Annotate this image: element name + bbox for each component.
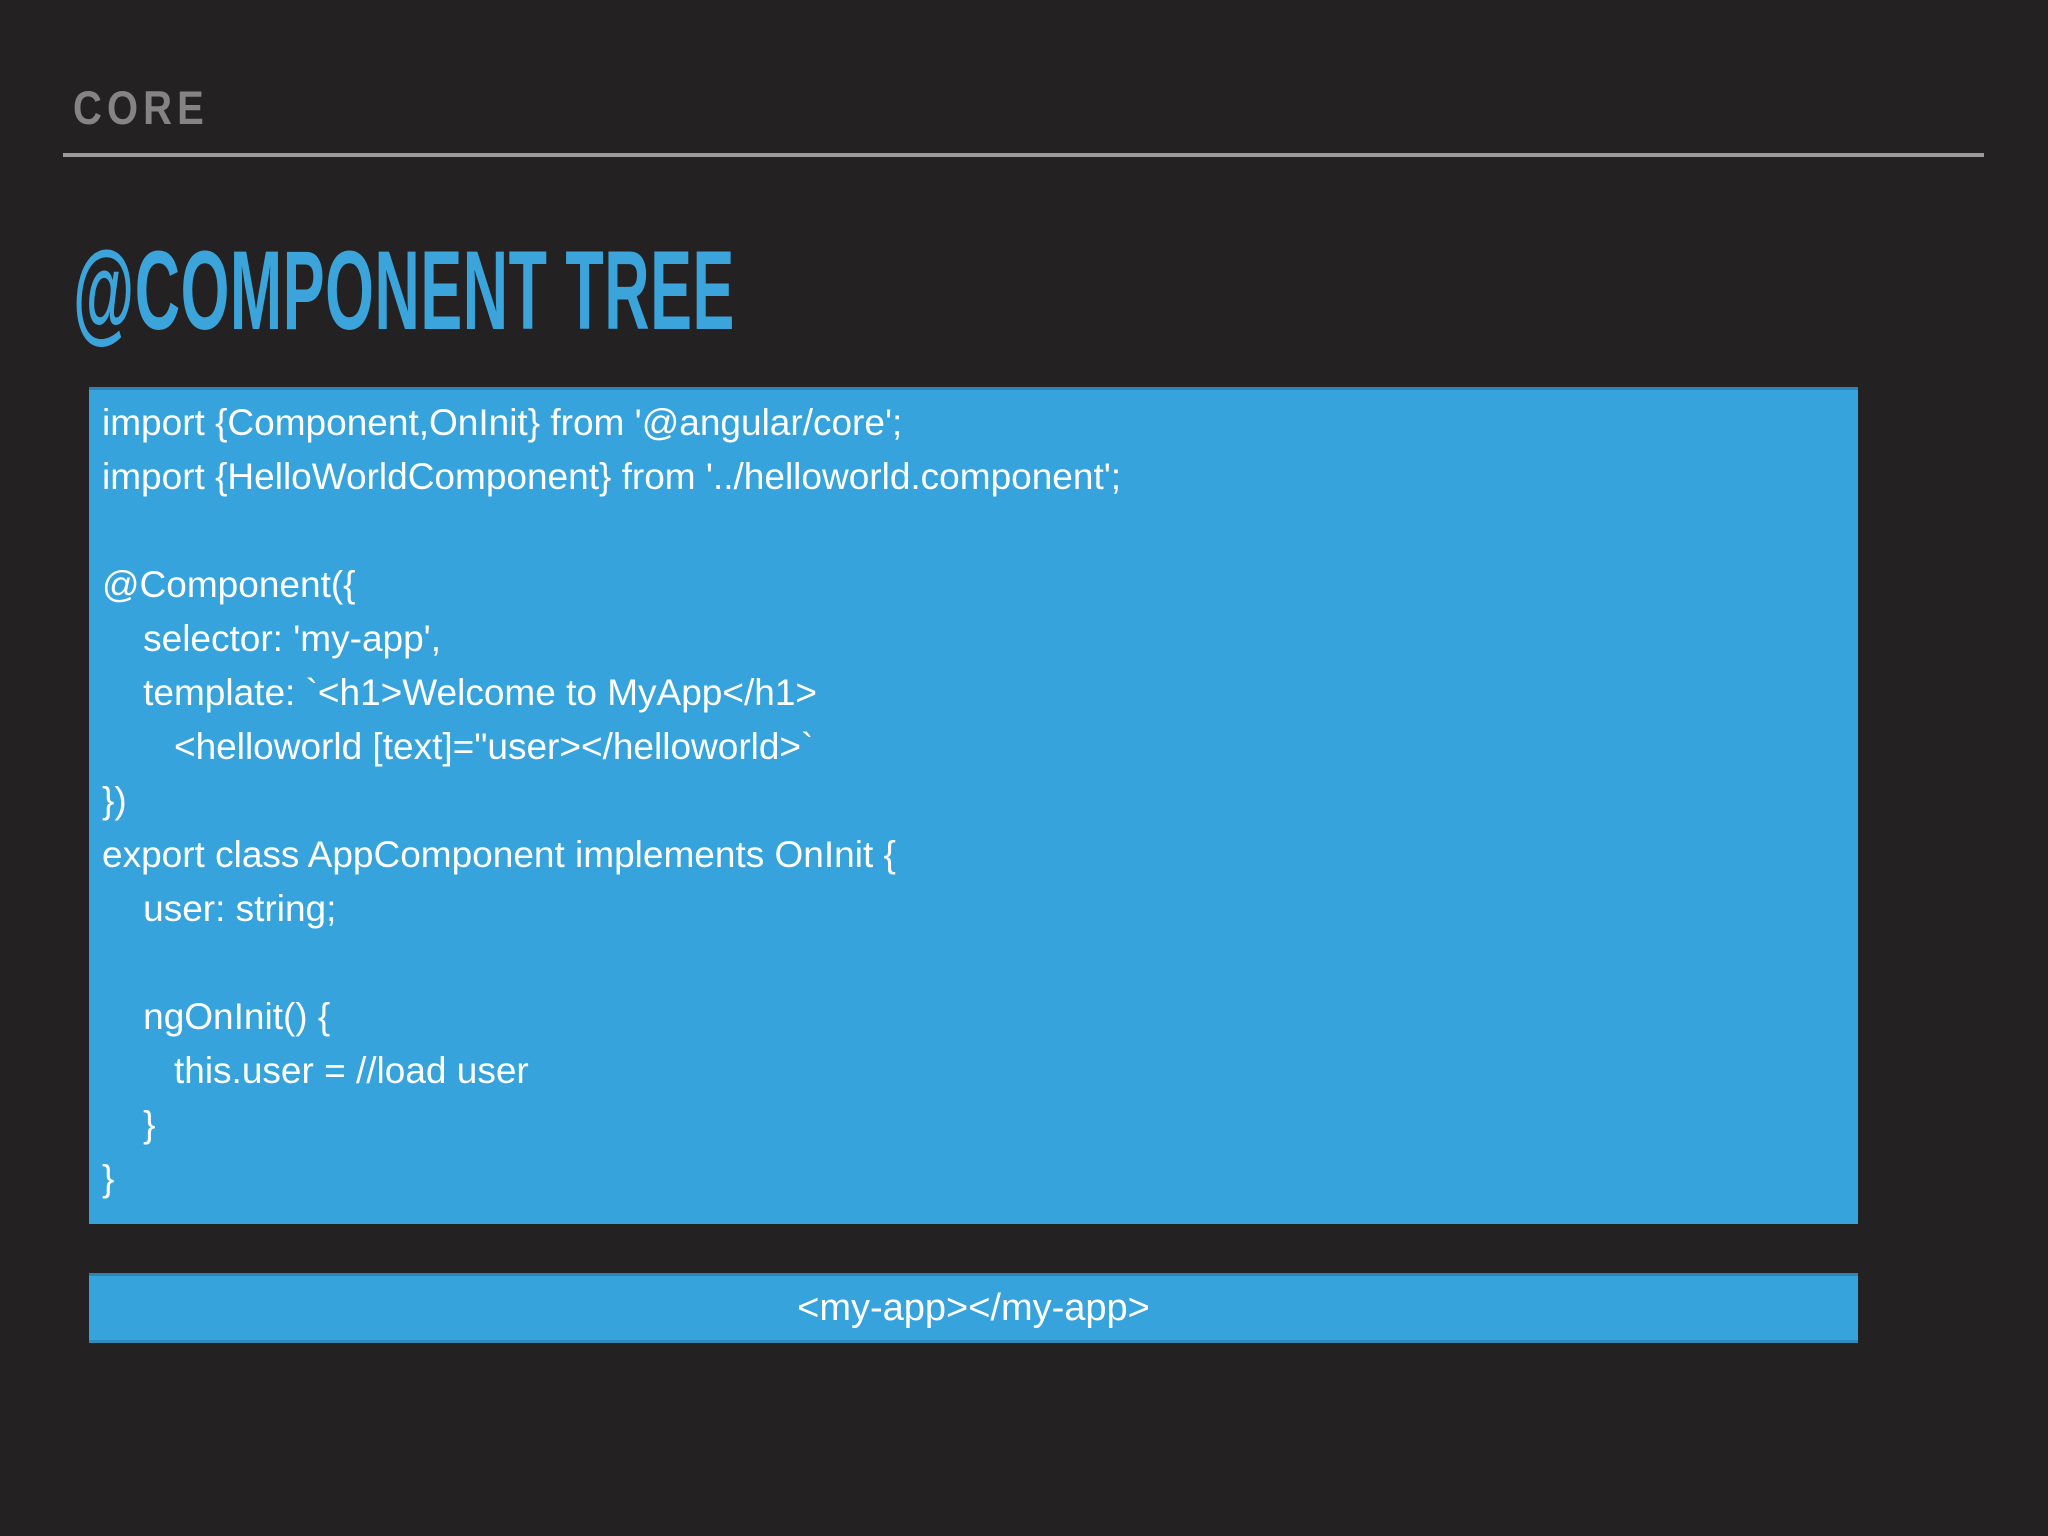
code-line: } (102, 1104, 156, 1145)
code-line: @Component({ (102, 564, 356, 605)
header-divider (63, 153, 1984, 157)
code-line: }) (102, 780, 127, 821)
code-line: user: string; (102, 888, 337, 929)
code-line (102, 936, 1846, 990)
section-kicker: CORE (73, 81, 209, 134)
code-line: ngOnInit() { (102, 996, 331, 1037)
code-line: this.user = //load user (102, 1050, 529, 1091)
code-line: } (102, 1158, 115, 1199)
code-line: import {HelloWorldComponent} from '../he… (102, 456, 1122, 497)
tag-bar: <my-app></my-app> (89, 1273, 1858, 1343)
code-line: export class AppComponent implements OnI… (102, 834, 896, 875)
code-line: selector: 'my-app', (102, 618, 442, 659)
tag-bar-label: <my-app></my-app> (797, 1286, 1150, 1329)
code-line: <helloworld [text]="user></helloworld>` (102, 726, 814, 767)
code-panel: import {Component,OnInit} from '@angular… (89, 387, 1858, 1224)
slide-title: @COMPONENT TREE (73, 228, 735, 353)
code-line: import {Component,OnInit} from '@angular… (102, 402, 903, 443)
code-line: template: `<h1>Welcome to MyApp</h1> (102, 672, 818, 713)
code-line (102, 504, 1846, 558)
